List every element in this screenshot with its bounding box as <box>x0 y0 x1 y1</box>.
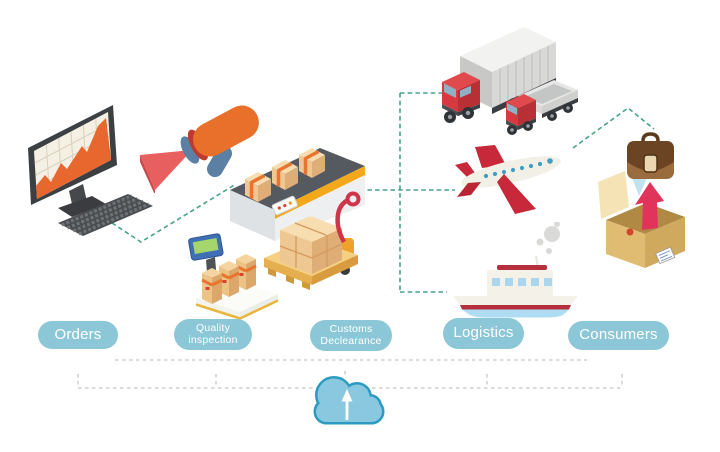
trucks-illustration <box>428 20 598 147</box>
stage-label-customs-line1: Customs <box>329 322 373 335</box>
shipping-label <box>655 246 676 265</box>
stage-label-quality-line2: inspection <box>188 333 238 346</box>
stage-pill-logistics: Logistics <box>443 318 524 349</box>
barcode-scanner-icon <box>140 105 259 195</box>
monitor-base <box>58 196 106 217</box>
smoke <box>536 221 560 254</box>
fuselage <box>461 156 561 188</box>
up-arrow-icon <box>635 182 664 230</box>
stage-label-orders: Orders <box>54 325 102 343</box>
scan-beam <box>140 150 192 190</box>
cloud-up-arrow <box>341 389 353 420</box>
stage-label-consumers: Consumers <box>579 326 658 344</box>
jack-handle <box>335 197 350 244</box>
stage-label-customs-line2: Declearance <box>320 334 382 347</box>
hull-red-stripe <box>460 305 571 310</box>
orders-illustration <box>8 96 208 251</box>
stage-pill-orders: Orders <box>38 321 118 349</box>
pallet-jack-illustration <box>258 190 368 313</box>
scale-display <box>188 233 224 261</box>
near-wing <box>497 174 536 214</box>
belt-control-panel <box>271 195 298 216</box>
windshield <box>507 103 517 115</box>
cargo-ship-icon <box>453 221 578 318</box>
trucks-group <box>442 27 578 135</box>
stage-pill-quality-inspection: Quality inspection <box>174 319 252 350</box>
flatbed-truck-icon <box>506 80 578 135</box>
stage-pill-consumers: Consumers <box>568 321 669 350</box>
connector-orders-to-inspection <box>111 183 237 243</box>
scanner-illustration <box>130 98 265 198</box>
pallet-jack-icon <box>264 191 361 290</box>
computer-monitor-chart-icon <box>28 105 153 236</box>
stage-label-logistics: Logistics <box>453 324 514 342</box>
hull-bottom <box>462 309 569 318</box>
windows <box>483 158 553 179</box>
scale-illustration <box>182 226 282 331</box>
tail-stabilizer <box>457 182 481 197</box>
consumers-illustration <box>598 122 703 275</box>
hull <box>453 296 578 305</box>
cloud-illustration <box>303 368 391 435</box>
parcel-box-icon <box>200 266 224 306</box>
ship-illustration <box>448 221 583 324</box>
stage-pill-customs-declearance: Customs Declearance <box>310 320 392 351</box>
far-wing <box>475 145 506 168</box>
box-open-flap <box>598 171 629 219</box>
cloud-upload-icon <box>313 376 385 425</box>
scanner-handle <box>207 145 232 178</box>
top-railing <box>497 265 547 270</box>
airplane-illustration <box>448 128 573 238</box>
scale-platform <box>196 281 278 312</box>
scanner-body <box>193 105 259 157</box>
pallet-boxes <box>279 216 343 274</box>
briefcase-icon <box>627 132 674 179</box>
cabin-windows <box>492 278 552 286</box>
keyboard-icon <box>58 194 153 236</box>
airplane-icon <box>455 145 561 214</box>
box-front-left <box>606 220 645 268</box>
box-front-right <box>645 217 685 268</box>
delivery-box-group <box>598 132 685 268</box>
area-chart <box>36 118 111 199</box>
weighing-scale-icon <box>188 233 279 320</box>
stage-label-quality-line1: Quality <box>195 321 231 334</box>
windshield <box>444 83 456 98</box>
